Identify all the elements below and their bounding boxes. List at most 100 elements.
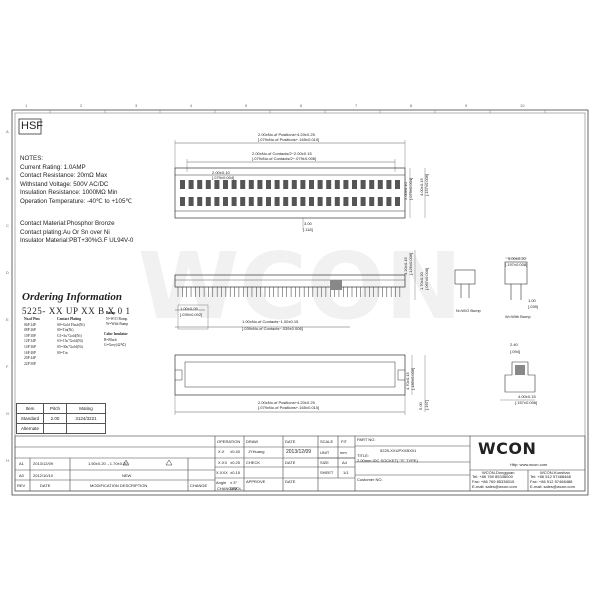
tol-value: ±0.40 — [230, 449, 240, 454]
top-pin — [343, 180, 349, 189]
ruler-label: 3 — [135, 103, 138, 108]
notes-title: NOTES: — [20, 155, 44, 162]
table-cell: Standard — [16, 413, 44, 424]
top-pin — [240, 197, 246, 206]
note-line: Withstand Voltage: 500V AC/DC — [20, 180, 109, 188]
tol-label: X.XX — [218, 460, 228, 465]
top-pin — [197, 180, 203, 189]
dim-label: [.157±0.006] — [515, 400, 538, 405]
note-line: Operation Temperature: -40℃ to +105℃ — [20, 197, 133, 205]
dim-label: 1.00xNo.of Contacts−1.00±0.15 — [242, 319, 299, 324]
plating-option: S5=30u"Gold(Ni) — [57, 344, 83, 349]
pins-option: 16P 40P — [24, 350, 36, 355]
rev-date: 2012/10/10 — [33, 473, 54, 478]
ruler-label: 8 — [410, 103, 413, 108]
top-pin — [214, 197, 220, 206]
office-1-email[interactable]: E-mail: sales@wcon.com — [472, 484, 517, 489]
title-block-lines — [14, 435, 586, 492]
top-pin — [205, 197, 211, 206]
side-view-no-bump — [454, 269, 476, 298]
dim-label: [.157±0.006] — [424, 173, 429, 196]
top-pin — [180, 197, 185, 206]
dim-label: 5.00 — [418, 402, 423, 410]
side-view-cross-section — [500, 361, 536, 401]
table-cell: Alternate — [16, 423, 44, 434]
draw-label: DRAW — [246, 439, 259, 444]
top-view-connector — [174, 140, 426, 230]
plating-option: G1=3u"Gold(Ni) — [57, 333, 82, 338]
top-pin — [360, 197, 366, 206]
dim-label: [.118] — [303, 227, 313, 232]
notes-block: NOTES: Current Rating: 1.0AMP Contact Re… — [20, 155, 132, 207]
top-pin — [205, 180, 211, 189]
office-1-tel: Tel: +86 769 85338000 — [472, 474, 513, 479]
drawer-name: JYHuang — [248, 449, 265, 454]
pins-header: No.of Pins — [24, 317, 40, 321]
ruler-label: E — [6, 317, 9, 322]
top-pin — [248, 197, 254, 206]
dim-label: [.039] — [528, 304, 539, 309]
table-cell: 3124/3221 — [66, 413, 106, 424]
bump-option: N=W/O Bump — [106, 316, 128, 321]
top-pin — [377, 197, 383, 206]
tol-label: X.X — [218, 449, 225, 454]
top-pin — [214, 180, 220, 189]
top-pin — [317, 180, 323, 189]
dim-label: [.126±0.006] — [408, 252, 413, 275]
top-pin — [257, 197, 263, 206]
date-label: DATE — [285, 460, 296, 465]
dim-label: [.197] — [424, 399, 429, 410]
dim-label: [.079xNo.of Positions+.165±0.010] — [258, 137, 320, 142]
ruler-label: 5 — [245, 103, 248, 108]
top-pin — [369, 197, 375, 206]
top-pin — [395, 180, 400, 189]
color-option: G=Grey(42℃) — [104, 343, 126, 348]
top-pin — [266, 197, 271, 206]
dim-label: 5.00±0.20 — [508, 256, 526, 261]
top-pin — [377, 180, 383, 189]
bottom-view-connector — [174, 354, 426, 415]
pitch-header: Pitch — [43, 403, 67, 414]
dim-label: [.197±0.008] — [505, 262, 528, 267]
rev-id: A1 — [19, 461, 24, 466]
tol-value: ±0.15 — [230, 470, 240, 475]
tol-label: X.XXX — [216, 470, 228, 475]
plating-option: 00=Tin — [57, 350, 68, 355]
top-pin — [343, 197, 349, 206]
top-pin — [395, 197, 400, 206]
ruler-label: 1 — [25, 103, 28, 108]
top-pin — [274, 197, 280, 206]
top-pin — [326, 180, 332, 189]
rev-id: A0 — [19, 473, 24, 478]
rev-description: NEW — [122, 473, 132, 478]
top-pin — [360, 180, 366, 189]
note-line: Current Rating: 1.0AMP — [20, 163, 86, 171]
tol-label: Angle — [216, 480, 227, 485]
office-2-name: WCON-Kunshan — [540, 470, 570, 475]
dim-label: [.079±0.004] — [212, 175, 235, 180]
pins-option: 08P 26P — [24, 328, 36, 333]
scale-label: SCALE — [320, 439, 334, 444]
top-pin — [326, 197, 332, 206]
dim-col-label: DIM — [230, 486, 238, 491]
ruler-label: H — [6, 458, 9, 463]
ruler-label: C — [6, 223, 9, 228]
top-pin — [386, 197, 392, 206]
dim-label: 2.00xNo.of Positions+4.20±0.25 — [258, 400, 315, 405]
company-logo: WCON — [478, 439, 537, 458]
unit-value: mm — [340, 450, 347, 455]
top-pin — [248, 180, 254, 189]
pins-option: 22P 50P — [24, 361, 36, 366]
website-link[interactable]: Http: www.wcon.com — [510, 462, 548, 467]
office-2-email[interactable]: E-mail: sales@wcon.com — [530, 484, 575, 489]
note-line: Contact Resistance: 20mΩ Max — [20, 172, 108, 180]
pins-option: 14P 36P — [24, 344, 36, 349]
hsf-logo: HSF — [21, 120, 43, 132]
office-1-name: WCON-Dongguan — [482, 470, 515, 475]
ruler-label: B — [6, 176, 9, 181]
size-value: A4 — [342, 460, 347, 465]
pins-option: 12P 34P — [24, 339, 36, 344]
top-pin — [291, 180, 297, 189]
ruler-label: G — [6, 411, 10, 416]
plating-column: Contact Plating S0=Gold Flash(Ni) 00=Tin… — [57, 317, 85, 356]
